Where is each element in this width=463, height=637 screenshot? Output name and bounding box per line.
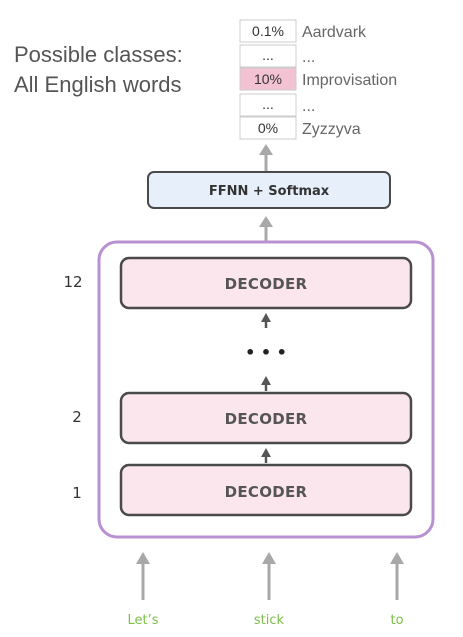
output-row: ... ... xyxy=(239,93,315,117)
arrow-head-icon xyxy=(259,144,273,155)
arrow-head-icon xyxy=(262,552,276,564)
input-token: to xyxy=(390,613,403,628)
classes-title-line2: All English words xyxy=(14,72,182,97)
decoder-block-2 xyxy=(119,391,413,445)
class-word: ... xyxy=(302,98,315,115)
prob-value: ... xyxy=(262,96,274,112)
class-word: Zyzzyva xyxy=(302,121,361,138)
layer-number: 12 xyxy=(63,273,82,291)
arrow-head-icon xyxy=(261,376,271,385)
prob-cell-highlighted xyxy=(239,67,297,91)
decoder-label: DECODER xyxy=(225,483,308,501)
prob-cell xyxy=(239,19,297,43)
decoder-block-12 xyxy=(119,256,413,310)
prob-cell xyxy=(239,44,297,68)
class-word: Improvisation xyxy=(302,72,397,89)
output-table: 0.1% Aardvark ... ... 10% Improvisation … xyxy=(239,19,397,140)
decoder-label: DECODER xyxy=(225,410,308,428)
prob-value: 0% xyxy=(258,120,278,136)
output-row: 0.1% Aardvark xyxy=(239,19,367,43)
arrow-head-icon xyxy=(259,216,273,227)
ffnn-softmax-box xyxy=(147,171,391,209)
prob-value: 10% xyxy=(254,71,282,87)
arrow-head-icon xyxy=(136,552,150,564)
layer-number: 1 xyxy=(72,484,82,502)
arrow-head-icon xyxy=(261,313,271,322)
decoder-label: DECODER xyxy=(225,275,308,293)
arrow-head-icon xyxy=(261,448,271,457)
prob-cell xyxy=(239,93,297,117)
layer-number: 2 xyxy=(72,408,82,426)
prob-cell xyxy=(239,116,297,140)
prob-value: ... xyxy=(262,47,274,63)
class-word: Aardvark xyxy=(302,24,367,41)
output-row: ... ... xyxy=(239,44,315,68)
classes-title-line1: Possible classes: xyxy=(14,42,183,67)
ellipsis-dots: • • • xyxy=(245,343,287,362)
class-word: ... xyxy=(302,49,315,66)
input-token: stick xyxy=(254,613,285,628)
prob-value: 0.1% xyxy=(252,23,284,39)
ffnn-softmax-label: FFNN + Softmax xyxy=(209,184,330,199)
input-token: Let’s xyxy=(127,613,158,628)
arrow-head-icon xyxy=(390,552,404,564)
decoder-block-1 xyxy=(119,463,413,517)
output-row: 10% Improvisation xyxy=(239,67,397,91)
output-row: 0% Zyzzyva xyxy=(239,116,361,140)
